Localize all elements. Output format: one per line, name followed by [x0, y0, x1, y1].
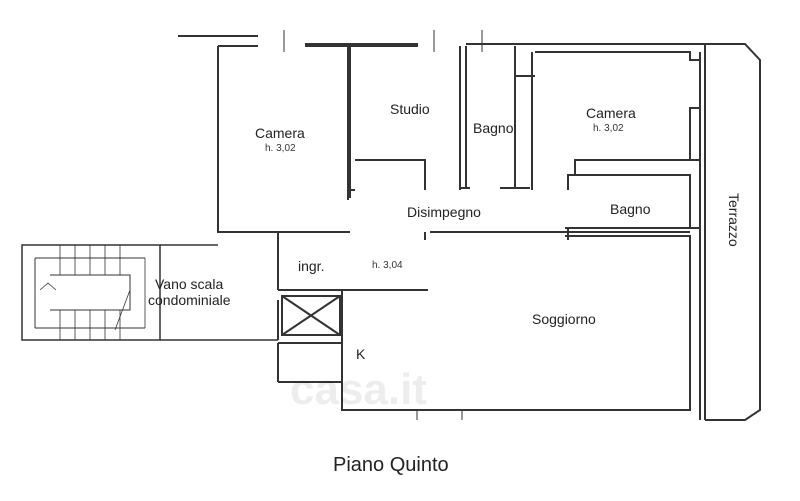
stair-landing: [160, 244, 278, 341]
cucina-label: K: [356, 346, 366, 362]
right-outer-wall: [699, 44, 706, 420]
ingresso-height: h. 3,04: [372, 260, 403, 271]
outer-wall-top: [178, 35, 745, 45]
kitchen-walls: [277, 342, 342, 383]
plan-title: Piano Quinto: [333, 454, 449, 476]
vano-scala-label-2: condominiale: [148, 292, 231, 308]
stair-arrow: [39, 282, 131, 331]
soggiorno-label: Soggiorno: [532, 311, 596, 327]
bagno-top-walls: [459, 46, 535, 190]
camera-right-walls: [535, 51, 701, 190]
studio-label: Studio: [390, 101, 430, 117]
camera-right-label: Camera: [586, 105, 636, 121]
shaft-walls: [281, 295, 341, 336]
vano-scala-label-1: Vano scala: [155, 276, 224, 292]
camera-right-height: h. 3,02: [593, 123, 624, 134]
camera-left-label: Camera: [255, 125, 305, 141]
stair-outline: [21, 244, 161, 341]
disimpegno-walls: [276, 228, 690, 240]
camera-left-height: h. 3,02: [265, 143, 296, 154]
bagno-top-label: Bagno: [473, 120, 514, 136]
watermark: casa.it: [290, 365, 427, 414]
bagno-right-walls: [565, 174, 700, 229]
bagno-right-label: Bagno: [610, 201, 651, 217]
terrace-outline: [705, 43, 761, 421]
window-marks: [283, 30, 483, 420]
soggiorno-walls: [341, 235, 691, 411]
terrazzo-label: Terrazzo: [726, 193, 742, 247]
stair-steps: [59, 245, 146, 340]
ingresso-label: ingr.: [298, 258, 325, 274]
disimpegno-label: Disimpegno: [407, 204, 481, 220]
ingresso-walls: [277, 232, 428, 340]
studio-walls: [348, 45, 426, 198]
